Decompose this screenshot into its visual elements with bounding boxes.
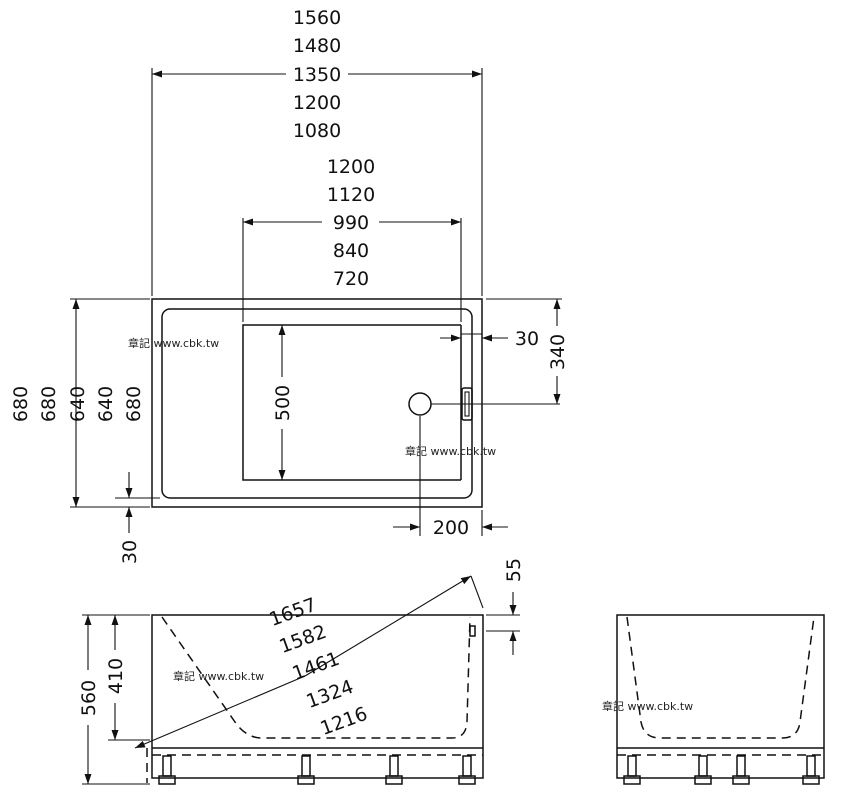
end-feet [623,755,820,785]
watermark: 章記 www.cbk.tw [405,444,496,458]
inner-width-label: 840 [333,240,369,262]
diagonal-label: 1216 [317,703,370,740]
watermark: 章記 www.cbk.tw [128,336,219,350]
width-label: 1200 [293,92,341,114]
inner-width-label: 720 [333,268,369,290]
tub-basin-outline [242,324,461,481]
width-label: 1560 [293,7,341,29]
side-view-short [616,614,825,785]
diagonal-dimension-line [134,675,306,749]
side-offset-label: 30 [515,328,539,350]
inner-width-label: 1120 [327,184,375,206]
watermark: 章記 www.cbk.tw [602,699,693,713]
drain-depth-label: 340 [547,334,569,370]
side-overflow-icon [469,625,476,637]
depth-label: 680 [123,386,145,422]
depth-label: 680 [10,386,32,422]
width-label: 1480 [293,35,341,57]
side-inner-basin [161,616,471,739]
end-inner-basin [626,616,815,739]
depth-label: 680 [38,386,60,422]
top-view: 1560 1480 1350 1200 1080 1200 1120 990 8… [10,7,569,564]
depth-label: 640 [95,386,117,422]
overflow-height-label: 55 [503,558,525,582]
watermark: 章記 www.cbk.tw [173,669,264,683]
inner-height-label: 410 [105,658,127,694]
total-height-label: 560 [78,680,100,716]
tub-outer-outline [151,298,483,508]
side-outer-outline [151,614,484,779]
drain-icon [408,392,432,416]
inner-depth-label: 500 [272,385,294,421]
rim-thickness-label: 30 [119,540,141,564]
diagonal-label: 1461 [289,648,342,685]
tub-feet [158,755,476,785]
width-label: 1350 [293,64,341,86]
inner-width-label: 990 [333,212,369,234]
inner-width-label: 1200 [327,156,375,178]
end-outer-outline [616,614,825,779]
side-view-long: 1657 1582 1461 1324 1216 560 410 55 [78,558,525,785]
width-label: 1080 [293,120,341,142]
drain-width-label: 200 [433,517,469,539]
depth-label: 640 [67,386,89,422]
